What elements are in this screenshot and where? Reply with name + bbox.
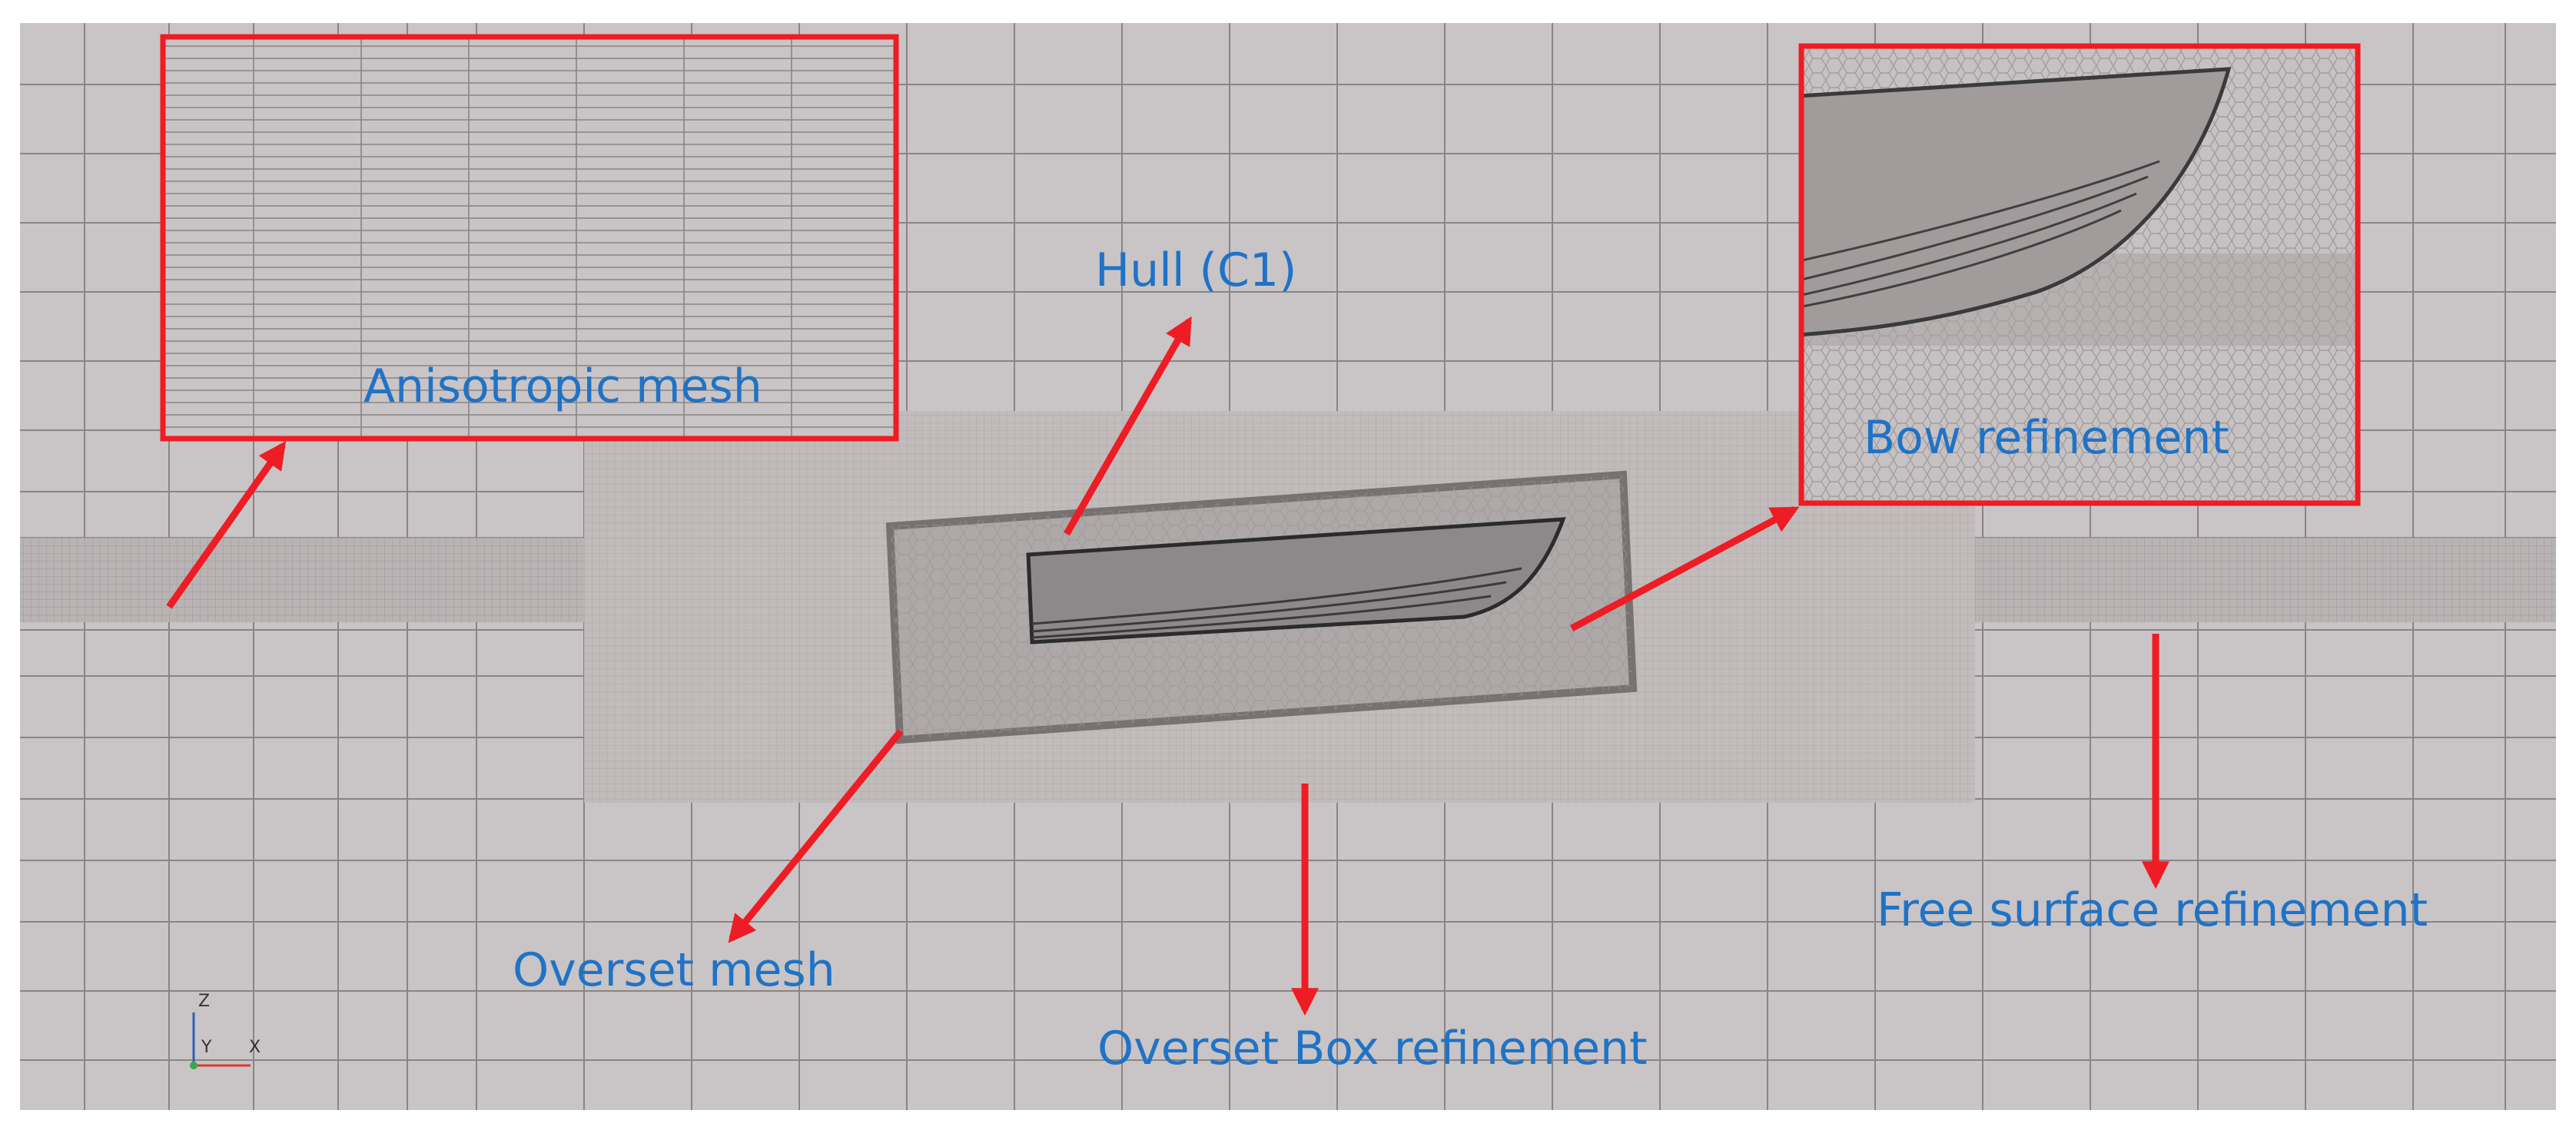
- arrow-bow: [1569, 506, 1800, 631]
- axis-label-x: X: [249, 1038, 261, 1057]
- label-anisotropic-mesh: Anisotropic mesh: [363, 360, 762, 413]
- axis-triad: Z Y X: [190, 992, 261, 1069]
- callout-arrows: [166, 316, 2169, 1016]
- hull-geometry: [1026, 517, 1566, 645]
- bow-refinement-inset: [1798, 43, 2361, 506]
- anisotropic-mesh-inset: [160, 34, 899, 442]
- label-hull: Hull (C1): [1095, 244, 1296, 297]
- label-overset-box-refinement: Overset Box refinement: [1097, 1022, 1648, 1075]
- label-overset-mesh: Overset mesh: [513, 943, 835, 997]
- arrow-anisotropic: [166, 441, 287, 609]
- label-bow-refinement: Bow refinement: [1864, 411, 2229, 465]
- label-free-surface-refinement: Free surface refinement: [1877, 883, 2428, 937]
- arrow-hull: [1064, 316, 1192, 536]
- axis-label-z: Z: [198, 992, 210, 1011]
- axis-label-y: Y: [201, 1038, 212, 1057]
- arrow-overset-mesh: [728, 729, 904, 943]
